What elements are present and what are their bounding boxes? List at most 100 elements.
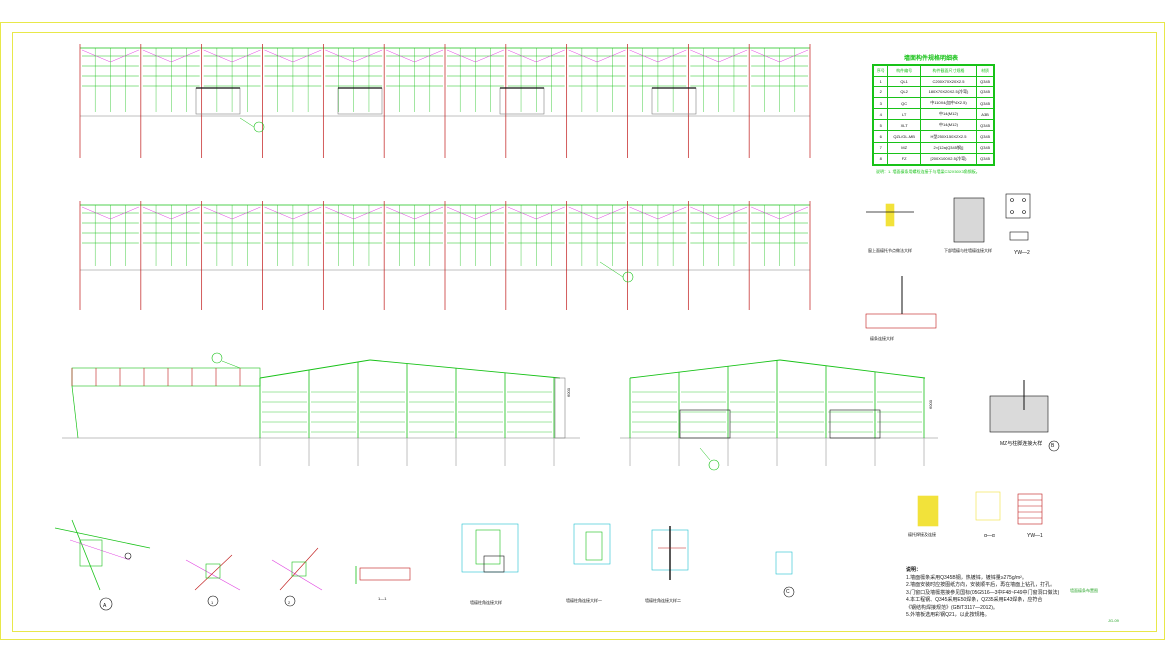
elevation-top-brace bbox=[231, 49, 261, 63]
note-line: 4.本工程钢、Q345采用E50焊条，Q235采用E43焊条，应符合 bbox=[906, 597, 1043, 603]
detail-2-plate bbox=[291, 561, 307, 577]
elevation-top-brace bbox=[629, 49, 659, 63]
elevation-top-brace bbox=[203, 49, 233, 63]
bubble-1 bbox=[207, 595, 219, 607]
bubble-2-label: 2 bbox=[288, 600, 291, 605]
elevation-mid-brace bbox=[690, 206, 719, 220]
general-notes: 说明： 1.墙面檩条采用Q345B钢，热镀锌，镀锌量≥275g/m²。 2.墙面… bbox=[906, 567, 1076, 620]
bubble-c-label: C bbox=[786, 589, 790, 595]
elevation-top-brace bbox=[414, 49, 444, 63]
detail-a-plate bbox=[79, 539, 103, 567]
gable-right-opening bbox=[829, 409, 881, 439]
elevation-mid-brace bbox=[779, 206, 809, 220]
detail-a-bolt bbox=[124, 552, 132, 560]
legend-cell: Q345 bbox=[976, 119, 994, 132]
inner-border bbox=[12, 32, 1157, 632]
caption-mz-detail: MZ与柱脚连接大样 bbox=[1000, 441, 1043, 447]
legend-cell: 8 bbox=[872, 152, 889, 166]
legend-cell: 中110X4(加中4X2.5) bbox=[919, 96, 978, 110]
elevation-mid-brace bbox=[568, 206, 598, 220]
bubble-b-label: B bbox=[1051, 443, 1055, 449]
detail-1-plate bbox=[205, 563, 221, 579]
elevation-mid-brace bbox=[292, 206, 322, 220]
legend-cell: 2×[12a(Q345钢)] bbox=[919, 141, 978, 154]
elevation-mid-brace bbox=[231, 206, 261, 220]
legend-cell: 1 bbox=[872, 76, 889, 87]
detail-yw2-plate bbox=[1005, 193, 1031, 219]
note-line: 2.墙面安装时应按图纸方向，安装顺平后，再在墙面上钻孔，打孔。 bbox=[906, 582, 1056, 588]
callout-leader bbox=[699, 447, 711, 461]
detail-2-member bbox=[271, 559, 323, 591]
conn1-box bbox=[461, 523, 519, 573]
elevation-mid-brace bbox=[751, 206, 780, 220]
elevation-mid-brace bbox=[507, 206, 537, 220]
page-mark: JG-09 bbox=[1108, 618, 1119, 623]
legend-cell: 构件编号 bbox=[887, 64, 921, 78]
detail-yw1 bbox=[1017, 493, 1043, 525]
corner-note: 墙面檩条布置图 bbox=[1070, 588, 1098, 593]
legend-cell: 材质 bbox=[976, 64, 994, 78]
elevation-mid-brace bbox=[536, 206, 565, 220]
door-opening bbox=[195, 87, 241, 115]
gable-left-leg bbox=[71, 385, 79, 439]
elevation-mid-brace bbox=[657, 206, 687, 220]
bolt-hole bbox=[1022, 210, 1026, 214]
legend-cell: 中14(M12) bbox=[919, 108, 978, 121]
elevation-top-brace bbox=[446, 49, 476, 63]
caption-section-aa: α—α bbox=[984, 533, 995, 539]
elevation-top-brace bbox=[325, 49, 354, 63]
elevation-mid-brace bbox=[446, 206, 476, 220]
legend-cell: 构件截面尺寸规格 bbox=[919, 64, 978, 78]
elevation-top-brace bbox=[386, 49, 415, 63]
legend-cell: QL2 bbox=[887, 85, 921, 98]
note-line: 3.门窗口及墙檩搭接参见国标(05G516—3中F48~F49中门窗洞口做法) bbox=[906, 589, 1060, 596]
elevation-top-brace bbox=[171, 49, 200, 63]
conn2-box bbox=[573, 523, 611, 565]
note-line: 5.外墙板选用彩钢Q21，以此按规格。 bbox=[906, 612, 990, 618]
callout-bubble bbox=[622, 271, 634, 283]
legend-cell: 中14(M12) bbox=[919, 119, 978, 132]
caption-detail-left: 窗上面檩托节点做法大样 bbox=[868, 248, 912, 253]
elevation-top-brace bbox=[536, 49, 565, 63]
legend-cell: [200X100X2.5(冷弯) bbox=[919, 152, 978, 166]
gable-right-rafter bbox=[779, 359, 926, 379]
door-opening bbox=[651, 87, 697, 115]
elevation-mid-brace bbox=[386, 206, 415, 220]
conn2-column bbox=[585, 531, 603, 561]
conn1-base bbox=[483, 555, 505, 573]
legend-cell: MZ bbox=[887, 141, 921, 154]
outer-border bbox=[0, 22, 1165, 640]
gable-right-rafter bbox=[629, 359, 781, 379]
elevation-top-brace bbox=[475, 49, 504, 63]
callout-leader bbox=[239, 117, 255, 128]
legend-cell: Q345 bbox=[976, 130, 994, 143]
elevation-mid-brace bbox=[325, 206, 354, 220]
legend-cell: 序号 bbox=[872, 64, 889, 78]
legend-cell: A3B bbox=[976, 108, 994, 121]
gable-left-dim bbox=[554, 377, 566, 439]
bubble-1-label: 1 bbox=[211, 600, 214, 605]
caption-conn3: 墙檩柱角连接大样二 bbox=[645, 598, 681, 603]
elevation-mid-brace bbox=[142, 206, 172, 220]
elevation-top-brace bbox=[81, 49, 111, 63]
bubble-a-label: A bbox=[103, 603, 107, 609]
legend-cell: 3 bbox=[872, 96, 889, 110]
notes-heading: 说明： bbox=[906, 567, 922, 573]
elevation-top-brace bbox=[507, 49, 537, 63]
callout-bubble bbox=[211, 352, 223, 364]
bubble-b bbox=[1048, 440, 1060, 452]
legend-cell: XLT bbox=[887, 119, 921, 132]
dim-height-2: 6000 bbox=[927, 400, 933, 409]
gable-left-rafter bbox=[259, 359, 371, 379]
detail-weld bbox=[917, 495, 939, 527]
detail-window-purlin bbox=[885, 203, 895, 227]
